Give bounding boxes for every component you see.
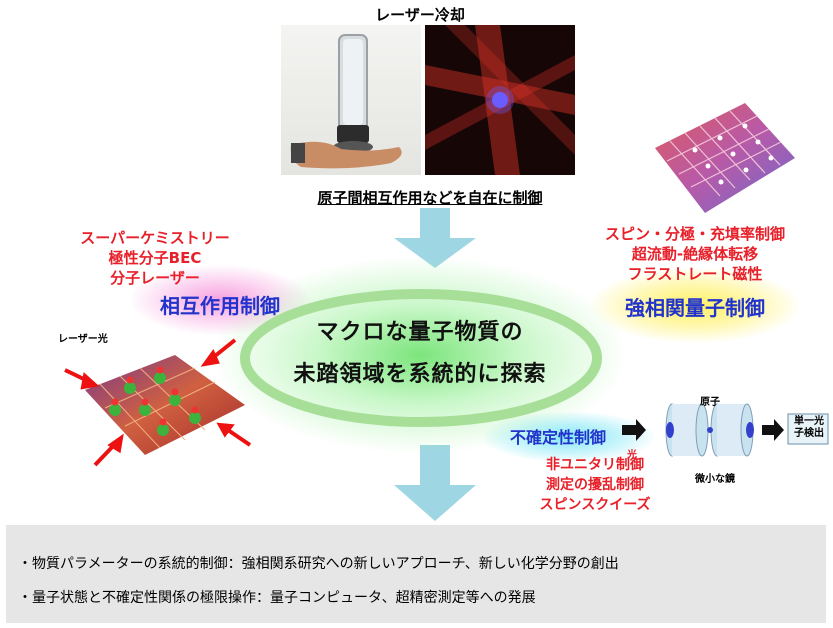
uncertainty-item-1: 非ユニタリ制御 xyxy=(546,457,644,473)
interaction-control-heading: 相互作用制御 xyxy=(160,294,280,318)
top-down-arrow xyxy=(394,208,476,268)
center-line-1: マクロな量子物質の xyxy=(316,320,524,345)
uncertainty-topics: 非ユニタリ制御 測定の擾乱制御 スピンスクイーズ xyxy=(520,455,670,515)
left-item-3: 分子レーザー xyxy=(110,269,200,287)
right-topics: スピン・分極・充填率制御 超流動-絶縁体転移 フラストレート磁性 xyxy=(575,224,815,284)
center-message: マクロな量子物質の 未踏領域を系統的に探索 xyxy=(250,312,590,396)
atom-label: 原子 xyxy=(700,397,720,408)
hand-holding-cell-photo xyxy=(281,25,421,175)
molecule-lattice-image xyxy=(64,338,252,467)
laser-beams-photo xyxy=(425,25,575,175)
cavity-diagram xyxy=(622,403,829,457)
right-item-1: スピン・分極・充填率制御 xyxy=(604,225,785,243)
single-photon-detector-label: 単一光子検出 xyxy=(794,416,824,439)
uncertainty-control-heading: 不確定性制御 xyxy=(510,428,607,447)
center-line-2: 未踏領域を系統的に探索 xyxy=(293,362,547,387)
uncertainty-item-3: スピンスクイーズ xyxy=(539,497,651,513)
control-caption: 原子間相互作用などを自在に制御 xyxy=(317,189,543,207)
uncertainty-item-2: 測定の擾乱制御 xyxy=(546,477,644,493)
center-ellipse xyxy=(240,289,602,427)
optical-lattice-image xyxy=(655,103,795,213)
right-item-3: フラストレート磁性 xyxy=(627,265,763,283)
light-label: 光 xyxy=(627,450,637,461)
yellow-glow xyxy=(590,268,800,343)
left-item-1: スーパーケミストリー xyxy=(80,229,230,247)
micro-mirror-label: 微小な鏡 xyxy=(695,474,735,485)
left-topics: スーパーケミストリー 極性分子BEC 分子レーザー xyxy=(55,228,255,288)
strong-correlation-heading: 強相関量子制御 xyxy=(625,296,765,320)
left-item-2: 極性分子BEC xyxy=(108,249,202,267)
laser-cooling-title: レーザー冷却 xyxy=(375,6,465,24)
summary-box: ・物質パラメーターの系統的制御：強相関系研究への新しいアプローチ、新しい化学分野… xyxy=(6,525,826,623)
right-item-2: 超流動-絶縁体転移 xyxy=(631,245,759,263)
summary-line-1: ・物質パラメーターの系統的制御：強相関系研究への新しいアプローチ、新しい化学分野… xyxy=(18,556,619,572)
summary-line-2: ・量子状態と不確定性関係の極限操作：量子コンピュータ、超精密測定等への発展 xyxy=(18,590,536,606)
laser-light-label: レーザー光 xyxy=(58,334,108,345)
bottom-down-arrow xyxy=(394,445,476,521)
